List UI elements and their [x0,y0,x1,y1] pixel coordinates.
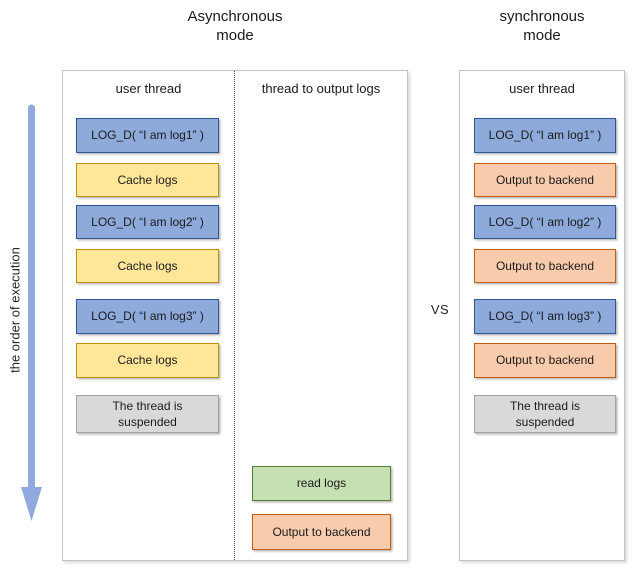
thread-suspended-box: The thread is suspended [474,395,616,433]
thread-suspended-box: The thread is suspended [76,395,219,433]
log-call-box: LOG_D( “I am log2” ) [474,205,616,239]
async-user-thread-header: user thread [115,81,182,96]
sync-mode-title: synchronous mode [459,7,625,45]
cache-logs-box: Cache logs [76,249,219,283]
sync-mode-title-text: synchronous mode [499,8,585,44]
log-call-box: LOG_D( “I am log2” ) [76,205,219,239]
sync-user-thread-header: user thread [509,81,575,96]
async-panel: user thread thread to output logs LOG_D(… [62,70,408,561]
read-logs-box: read logs [252,466,391,501]
output-to-backend-box: Output to backend [474,343,616,378]
output-to-backend-box: Output to backend [252,514,391,550]
log-call-box: LOG_D( “I am log3” ) [474,299,616,334]
output-to-backend-box: Output to backend [474,163,616,197]
cache-logs-box: Cache logs [76,163,219,197]
log-call-box: LOG_D( “I am log1” ) [76,118,219,153]
vs-label: VS [430,302,450,317]
async-mode-title: Asynchronous mode [62,7,408,45]
async-mode-title-text: Asynchronous mode [187,8,283,44]
execution-order-label: the order of execution [7,247,23,373]
log-call-box: LOG_D( “I am log3” ) [76,299,219,334]
thread-divider-dotted-line [234,71,235,560]
async-output-thread-header: thread to output logs [261,81,381,96]
sync-panel: user thread LOG_D( “I am log1” ) Output … [459,70,625,561]
cache-logs-box: Cache logs [76,343,219,378]
output-to-backend-box: Output to backend [474,249,616,283]
log-call-box: LOG_D( “I am log1” ) [474,118,616,153]
